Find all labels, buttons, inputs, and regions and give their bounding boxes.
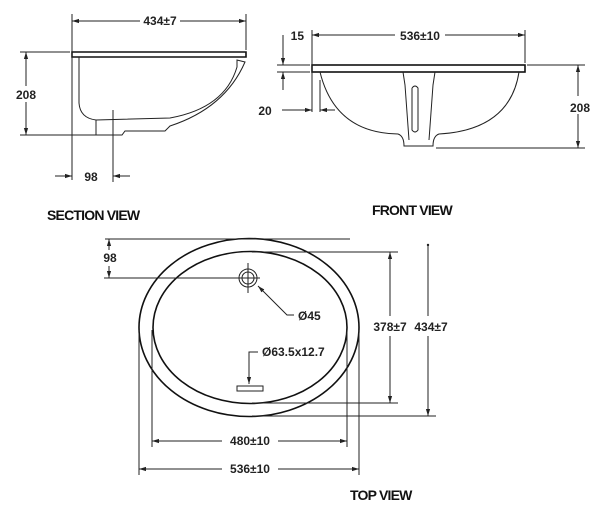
front-view-title: FRONT VIEW — [372, 202, 453, 218]
overflow-offset-label: 98 — [103, 251, 117, 265]
front-rim-label: 15 — [291, 29, 305, 43]
outer-rim — [138, 237, 360, 418]
section-basin-outline — [71, 51, 247, 58]
front-wall-label: 20 — [258, 104, 272, 118]
top-view-title: TOP VIEW — [350, 487, 413, 503]
inner-width-label: 480±10 — [230, 434, 270, 448]
outer-depth-label: 434±7 — [414, 320, 448, 334]
section-offset-label: 98 — [84, 170, 98, 184]
inner-bowl — [152, 250, 348, 405]
section-height-label: 208 — [16, 88, 36, 102]
drain-slot — [236, 385, 264, 392]
inner-depth-label: 378±7 — [373, 320, 407, 334]
front-view: 536±10 15 20 208 FRONT VIEW — [258, 29, 590, 218]
section-width-label: 434±7 — [143, 14, 177, 28]
section-view: 434±7 208 98 SECTION VIEW — [16, 14, 247, 223]
front-height-label: 208 — [570, 101, 590, 115]
front-bowl — [319, 71, 520, 147]
front-width-label: 536±10 — [400, 29, 440, 43]
top-view: Ø45 Ø63.5x12.7 98 378±7 434±7 480±10 536… — [103, 237, 448, 503]
section-bowl — [78, 57, 246, 136]
outer-width-label: 536±10 — [230, 462, 270, 476]
drain-slot-label: Ø63.5x12.7 — [262, 345, 325, 359]
front-drain-body — [402, 71, 436, 141]
overflow-diameter-label: Ø45 — [298, 309, 321, 323]
section-view-title: SECTION VIEW — [47, 207, 141, 223]
front-rim — [311, 64, 526, 73]
